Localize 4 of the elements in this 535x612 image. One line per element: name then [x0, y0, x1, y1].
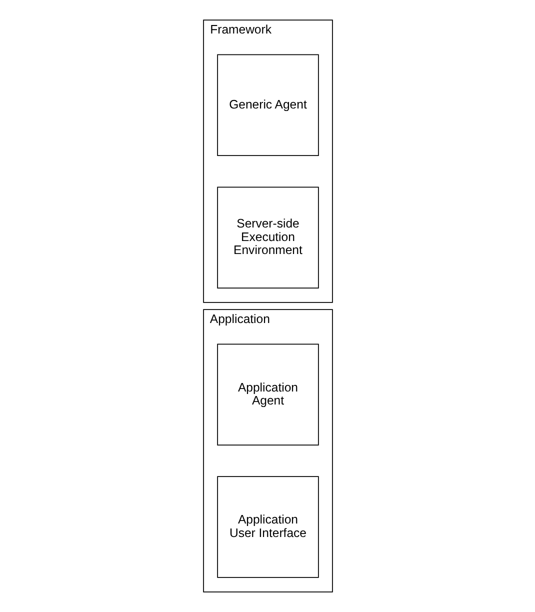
node-box: Application User Interface	[216, 476, 318, 578]
node-box: Server-side Execution Environment	[216, 186, 318, 288]
node-box: Generic Agent	[216, 54, 318, 156]
node-box: Application Agent	[216, 344, 318, 446]
